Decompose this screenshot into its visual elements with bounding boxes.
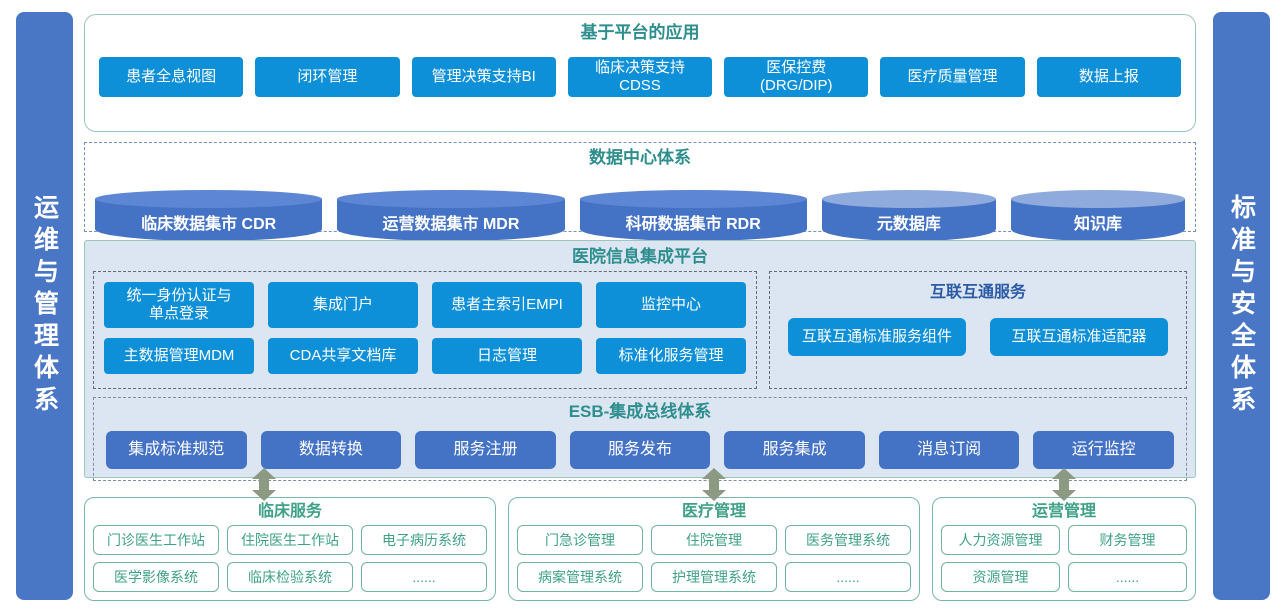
operations-management-title: 运营管理 bbox=[1031, 503, 1096, 520]
application-box: 临床决策支持 CDSS bbox=[567, 57, 713, 98]
core-services-box: 统一身份认证与 单点登录 集成门户 患者主索引EMPI 监控中心 主数据管理MD… bbox=[93, 271, 757, 390]
system-box: ...... bbox=[785, 562, 911, 592]
esb-service-box: 消息订阅 bbox=[878, 430, 1020, 469]
double-arrow-icon bbox=[1052, 468, 1076, 501]
core-service-box: 标准化服务管理 bbox=[596, 338, 746, 375]
database-cylinder-label: 运营数据集市 MDR bbox=[382, 216, 520, 234]
business-systems-row: 临床服务 门诊医生工作站 住院医生工作站 电子病历系统 医学影像系统 临床检验系… bbox=[84, 497, 1196, 601]
standards-security-pillar: 标准与安全体系 bbox=[1213, 12, 1270, 600]
platform-applications-list: 患者全息视图 闭环管理 管理决策支持BI 临床决策支持 CDSS 医保控费 (D… bbox=[99, 57, 1181, 98]
system-box: 病案管理系统 bbox=[517, 562, 643, 592]
system-box: 电子病历系统 bbox=[361, 525, 487, 555]
application-box: 管理决策支持BI bbox=[411, 57, 556, 98]
platform-applications-title: 基于平台的应用 bbox=[580, 23, 700, 42]
system-box: 门诊医生工作站 bbox=[93, 525, 219, 555]
medical-management-title: 医疗管理 bbox=[681, 503, 746, 520]
application-box: 患者全息视图 bbox=[99, 57, 244, 98]
core-service-box: 统一身份认证与 单点登录 bbox=[104, 282, 254, 329]
system-box: ...... bbox=[1068, 562, 1187, 592]
application-box: 医保控费 (DRG/DIP) bbox=[724, 57, 869, 98]
data-center-section: 数据中心体系 临床数据集市 CDR 运营数据集市 MDR 科研数据集市 RDR bbox=[84, 142, 1196, 242]
database-cylinder: 知识库 bbox=[1010, 190, 1186, 242]
system-box: 住院管理 bbox=[651, 525, 777, 555]
core-service-box: 集成门户 bbox=[268, 282, 418, 329]
system-box: 人力资源管理 bbox=[941, 525, 1060, 555]
core-service-box: 监控中心 bbox=[596, 282, 746, 329]
database-cylinder: 临床数据集市 CDR bbox=[95, 190, 323, 242]
database-cylinder-label: 元数据库 bbox=[876, 216, 941, 234]
system-box: ...... bbox=[361, 562, 487, 592]
application-box: 闭环管理 bbox=[255, 57, 400, 98]
database-cylinder-label: 临床数据集市 CDR bbox=[141, 216, 277, 234]
data-center-title: 数据中心体系 bbox=[589, 148, 691, 167]
esb-service-box: 服务集成 bbox=[724, 430, 865, 469]
data-mart-group: 临床数据集市 CDR 运营数据集市 MDR 科研数据集市 RDR bbox=[95, 190, 808, 242]
integration-platform-section: 医院信息集成平台 统一身份认证与 单点登录 集成门户 患者主索引EMPI 监控中… bbox=[84, 240, 1196, 482]
esb-service-box: 数据转换 bbox=[260, 430, 402, 469]
integration-platform-body: 统一身份认证与 单点登录 集成门户 患者主索引EMPI 监控中心 主数据管理MD… bbox=[93, 271, 1187, 390]
operations-management-group: 运营管理 人力资源管理 财务管理 资源管理 ...... bbox=[932, 497, 1196, 601]
esb-service-box: 运行监控 bbox=[1033, 430, 1175, 469]
ops-management-pillar: 运维与管理体系 bbox=[16, 12, 73, 600]
system-box: 临床检验系统 bbox=[227, 562, 353, 592]
clinical-services-group: 临床服务 门诊医生工作站 住院医生工作站 电子病历系统 医学影像系统 临床检验系… bbox=[84, 497, 496, 601]
ops-management-pillar-label: 运维与管理体系 bbox=[30, 194, 59, 418]
application-box: 数据上报 bbox=[1036, 57, 1181, 98]
interconnect-title: 互联互通服务 bbox=[929, 284, 1026, 302]
system-box: 医务管理系统 bbox=[785, 525, 911, 555]
integration-platform-title: 医院信息集成平台 bbox=[572, 247, 708, 266]
library-group: 元数据库 知识库 bbox=[821, 190, 1186, 242]
medical-management-items: 门急诊管理 住院管理 医务管理系统 病案管理系统 护理管理系统 ...... bbox=[517, 525, 911, 592]
esb-service-box: 服务注册 bbox=[415, 430, 556, 469]
core-service-box: 日志管理 bbox=[432, 338, 582, 375]
core-service-box: 主数据管理MDM bbox=[104, 338, 254, 375]
standards-security-pillar-label: 标准与安全体系 bbox=[1227, 194, 1256, 418]
system-box: 资源管理 bbox=[941, 562, 1060, 592]
system-box: 护理管理系统 bbox=[651, 562, 777, 592]
core-service-box: 患者主索引EMPI bbox=[432, 282, 582, 329]
esb-items: 集成标准规范 数据转换 服务注册 服务发布 服务集成 消息订阅 运行监控 bbox=[106, 430, 1175, 469]
clinical-services-items: 门诊医生工作站 住院医生工作站 电子病历系统 医学影像系统 临床检验系统 ...… bbox=[93, 525, 487, 592]
esb-title: ESB-集成总线体系 bbox=[568, 402, 712, 422]
data-center-cylinders: 临床数据集市 CDR 运营数据集市 MDR 科研数据集市 RDR 元数据库 bbox=[95, 190, 1186, 242]
database-cylinder-label: 科研数据集市 RDR bbox=[625, 216, 761, 234]
double-arrow-icon bbox=[252, 468, 276, 501]
database-cylinder: 科研数据集市 RDR bbox=[579, 190, 808, 242]
double-arrow-icon bbox=[702, 468, 726, 501]
system-box: 财务管理 bbox=[1068, 525, 1187, 555]
database-cylinder: 运营数据集市 MDR bbox=[337, 190, 565, 242]
operations-management-items: 人力资源管理 财务管理 资源管理 ...... bbox=[941, 525, 1187, 592]
database-cylinder-label: 知识库 bbox=[1073, 216, 1122, 234]
interconnect-box: 互联互通标准服务组件 bbox=[788, 318, 966, 357]
interconnect-services-box: 互联互通服务 互联互通标准服务组件 互联互通标准适配器 bbox=[769, 271, 1187, 390]
platform-applications-section: 基于平台的应用 患者全息视图 闭环管理 管理决策支持BI 临床决策支持 CDSS… bbox=[84, 14, 1196, 132]
database-cylinder: 元数据库 bbox=[821, 190, 997, 242]
esb-service-box: 集成标准规范 bbox=[106, 430, 247, 469]
system-box: 医学影像系统 bbox=[93, 562, 219, 592]
system-box: 住院医生工作站 bbox=[227, 525, 353, 555]
medical-management-group: 医疗管理 门急诊管理 住院管理 医务管理系统 病案管理系统 护理管理系统 ...… bbox=[508, 497, 920, 601]
clinical-services-title: 临床服务 bbox=[257, 503, 322, 520]
core-service-box: CDA共享文档库 bbox=[268, 338, 418, 375]
esb-service-box: 服务发布 bbox=[569, 430, 711, 469]
system-box: 门急诊管理 bbox=[517, 525, 643, 555]
interconnect-box: 互联互通标准适配器 bbox=[990, 318, 1168, 357]
esb-bus-box: ESB-集成总线体系 集成标准规范 数据转换 服务注册 服务发布 服务集成 消息… bbox=[93, 397, 1187, 482]
application-box: 医疗质量管理 bbox=[880, 57, 1025, 98]
interconnect-items: 互联互通标准服务组件 互联互通标准适配器 bbox=[770, 318, 1186, 357]
